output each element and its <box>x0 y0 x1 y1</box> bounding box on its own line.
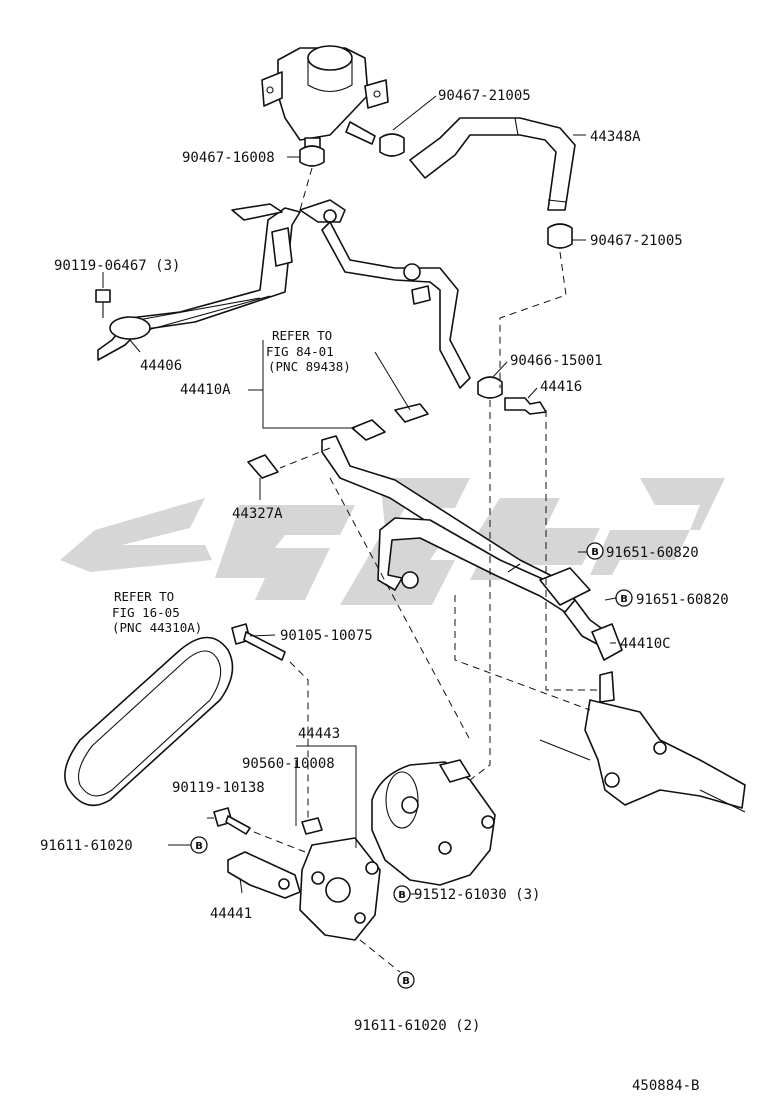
part-labels: 90467-21005 44348A 90467-16008 90467-210… <box>40 88 729 1094</box>
label-90466-15001: 90466-15001 <box>510 353 603 369</box>
leader-lines <box>102 95 617 895</box>
bolt-90119-10138 <box>213 807 251 835</box>
clamp-90466-15001 <box>477 376 503 399</box>
bolt-mark-91611-2: B <box>397 971 415 989</box>
stud-90560-10008 <box>301 817 323 835</box>
pressure-line-upper <box>321 221 471 389</box>
label-44406: 44406 <box>140 358 182 374</box>
refer-note-pressure-line3: (PNC 89438) <box>268 359 351 374</box>
svg-text:B: B <box>195 841 203 852</box>
svg-text:B: B <box>591 547 599 558</box>
bolt-90119-06467 <box>95 289 111 318</box>
clamp-90467-16008 <box>299 145 325 167</box>
pressure-tube-44410C <box>321 435 623 661</box>
label-44416: 44416 <box>540 379 582 395</box>
bolt-mark-91611: B <box>190 836 208 854</box>
refer-note-pressure-line2: FIG 84-01 <box>266 344 334 359</box>
bracket-44443 <box>299 837 381 941</box>
pressure-fitting-44410A <box>351 403 429 441</box>
svg-text:B: B <box>398 890 406 901</box>
refer-note-pressure-line1: REFER TO <box>272 328 332 343</box>
label-91651-60820-b: 91651-60820 <box>636 592 729 608</box>
label-90467-16008: 90467-16008 <box>182 150 275 166</box>
hose-44348A <box>409 117 576 211</box>
label-44441: 44441 <box>210 906 252 922</box>
steering-gear <box>539 671 746 813</box>
bolt-mark-91651-a: B <box>586 542 604 560</box>
label-44348A: 44348A <box>590 129 641 145</box>
bolt-90105-10075 <box>231 623 286 661</box>
union-44416 <box>504 397 547 415</box>
svg-text:B: B <box>620 594 628 605</box>
label-90119-10138: 90119-10138 <box>172 780 265 796</box>
drive-belt <box>64 636 234 807</box>
bolt-mark-91512: B <box>393 885 411 903</box>
label-44410A: 44410A <box>180 382 231 398</box>
label-91651-60820-a: 91651-60820 <box>606 545 699 561</box>
label-90560-10008: 90560-10008 <box>242 756 335 772</box>
clamp-90467-21005-top <box>379 133 405 157</box>
reservoir-tank <box>261 45 389 161</box>
label-90105-10075: 90105-10075 <box>280 628 373 644</box>
label-91611-61020-2: 91611-61020 (2) <box>354 1018 480 1034</box>
stay-44441 <box>227 851 301 899</box>
clamp-44327A <box>247 454 279 479</box>
refer-note-belt-line2: FIG 16-05 <box>112 605 180 620</box>
label-44443: 44443 <box>298 726 340 742</box>
label-90119-06467: 90119-06467 (3) <box>54 258 180 274</box>
label-90467-21005-top: 90467-21005 <box>438 88 531 104</box>
label-44327A: 44327A <box>232 506 283 522</box>
label-90467-21005-mid: 90467-21005 <box>590 233 683 249</box>
label-91611-61020: 91611-61020 <box>40 838 133 854</box>
refer-note-belt-line1: REFER TO <box>114 589 174 604</box>
label-44410C: 44410C <box>620 636 671 652</box>
dashed-lines <box>253 167 600 973</box>
clamp-90467-21005-mid <box>547 223 573 249</box>
label-91512-61030: 91512-61030 (3) <box>414 887 540 903</box>
power-steering-pump <box>371 759 496 886</box>
cooler-pipe-44406 <box>97 199 346 361</box>
bolt-mark-91651-b: B <box>615 589 633 607</box>
diagram-id: 450884-B <box>632 1078 699 1094</box>
refer-note-belt-line3: (PNC 44310A) <box>112 620 202 635</box>
svg-text:B: B <box>402 976 410 987</box>
